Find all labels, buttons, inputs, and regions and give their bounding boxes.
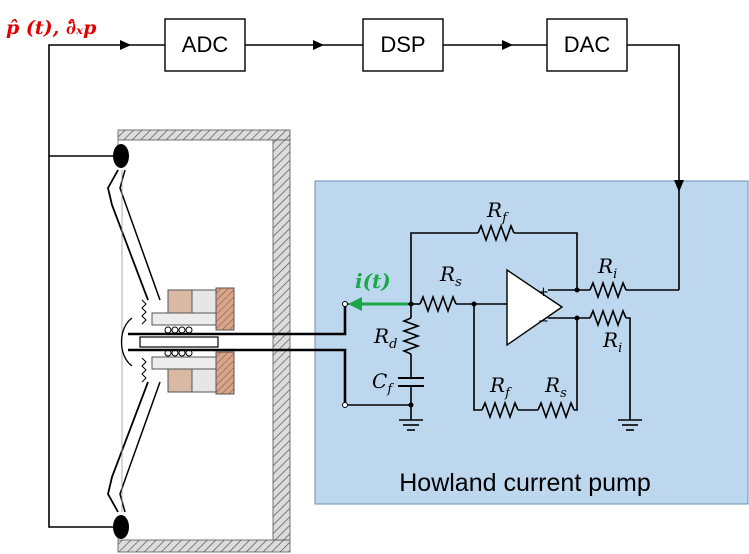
signal-label: p̂ (t), ∂̂ₓp	[6, 17, 97, 39]
loudspeaker	[107, 129, 291, 553]
current-label: i(t)	[355, 269, 391, 293]
label-rs-mid: Rs	[439, 262, 462, 290]
label-rd: Rd	[373, 324, 397, 352]
label-rs-bottom: Rs	[544, 373, 567, 401]
dsp-label: DSP	[380, 32, 425, 57]
arrow-to-adc	[120, 40, 131, 50]
surround-bottom	[113, 515, 129, 539]
enclosure-back	[272, 139, 291, 541]
label-rf-top: Rf	[486, 198, 509, 226]
pump-title: Howland current pump	[399, 469, 651, 497]
label-cf: Cf	[372, 369, 394, 397]
driver-wires	[48, 155, 347, 528]
label-ri-top: Ri	[597, 254, 617, 282]
enclosure-bottom	[117, 539, 291, 553]
current-arrow	[348, 297, 362, 311]
dac-block: DAC	[546, 18, 628, 72]
opamp-minus: −	[538, 314, 549, 329]
enclosure-top	[117, 129, 291, 141]
op-amp	[506, 268, 564, 347]
howland-pump-panel	[314, 180, 749, 505]
adc-block: ADC	[164, 18, 246, 72]
arrow-to-dsp	[313, 40, 324, 50]
arrow-into-pump	[674, 180, 684, 192]
adc-label: ADC	[182, 32, 229, 57]
howland-circuit: i(t) + −	[342, 198, 679, 431]
surround-top	[113, 144, 129, 168]
arrow-to-dac	[502, 40, 513, 50]
dsp-block: DSP	[362, 18, 444, 72]
dac-label: DAC	[564, 32, 611, 57]
label-ri-bottom: Ri	[602, 328, 622, 356]
opamp-plus: +	[538, 285, 549, 300]
label-rf-bottom: Rf	[489, 373, 512, 401]
signal-chain-wires	[48, 40, 684, 290]
